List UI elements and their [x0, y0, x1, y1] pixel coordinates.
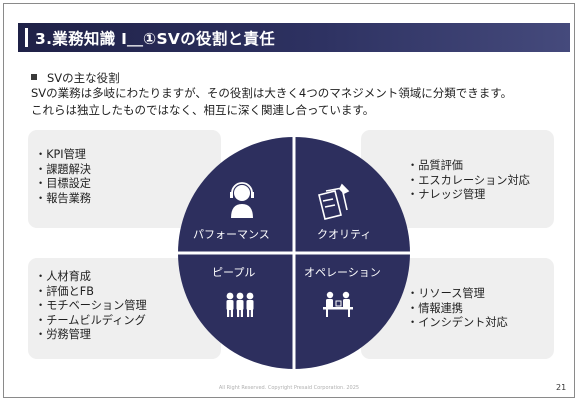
description: SVの業務は多岐にわたりますが、その役割は大きく4つのマネジメント領域に分類でき…	[31, 85, 512, 119]
list-item: 労務管理	[35, 328, 147, 343]
people-box: 人材育成 評価とFB モチベーション管理 チームビルディング 労務管理	[28, 258, 221, 359]
section-heading: SVの主な役割	[31, 70, 120, 86]
people-label: ピープル	[212, 266, 256, 279]
meeting-desk-icon	[323, 291, 353, 317]
list-item: インシデント対応	[407, 316, 508, 331]
list-item: 情報連携	[407, 302, 508, 317]
description-line: これらは独立したものではなく、相互に深く関連し合っています。	[31, 103, 375, 117]
square-bullet-icon	[31, 74, 37, 80]
copyright-footer: All Right Reserved. Copyright Presaid Co…	[218, 385, 360, 391]
operation-label: オペレーション	[304, 266, 381, 279]
performance-box: KPI管理 課題解決 目標設定 報告業務	[28, 130, 221, 228]
title-bar: 3.業務知識 Ⅰ＿①SVの役割と責任	[18, 23, 570, 52]
quality-label: クオリティ	[317, 228, 372, 241]
performance-label: パフォーマンス	[193, 228, 270, 241]
list-item: リソース管理	[407, 287, 508, 302]
list-item: モチベーション管理	[35, 299, 146, 314]
slide: 3.業務知識 Ⅰ＿①SVの役割と責任 SVの主な役割 SVの業務は多岐にわたりま…	[3, 3, 575, 398]
list-item: 評価とFB	[35, 285, 147, 300]
page-title: 3.業務知識 Ⅰ＿①SVの役割と責任	[35, 30, 276, 48]
list-item: ナレッジ管理	[407, 188, 530, 203]
title-accent	[25, 28, 28, 47]
section-heading-text: SVの主な役割	[47, 71, 120, 85]
list-item: KPI管理	[35, 148, 91, 163]
list-item: エスカレーション対応	[407, 174, 530, 189]
quality-box: 品質評価 エスカレーション対応 ナレッジ管理	[361, 130, 554, 228]
three-people-icon	[226, 292, 254, 317]
list-item: 人材育成	[35, 270, 147, 285]
list-item: 報告業務	[35, 192, 91, 207]
page-number: 21	[556, 383, 567, 392]
description-line: SVの業務は多岐にわたりますが、その役割は大きく4つのマネジメント領域に分類でき…	[31, 86, 513, 100]
list-item: 課題解決	[35, 163, 91, 178]
circle-quadrants	[176, 135, 412, 371]
list-item: 品質評価	[407, 159, 530, 174]
list-item: チームビルディング	[35, 314, 147, 329]
headset-person-icon	[230, 182, 254, 218]
documents-pin-icon	[318, 183, 350, 220]
management-circle: パフォーマンス クオリティ ピープル オペレーション	[176, 135, 412, 371]
list-item: 目標設定	[35, 177, 91, 192]
